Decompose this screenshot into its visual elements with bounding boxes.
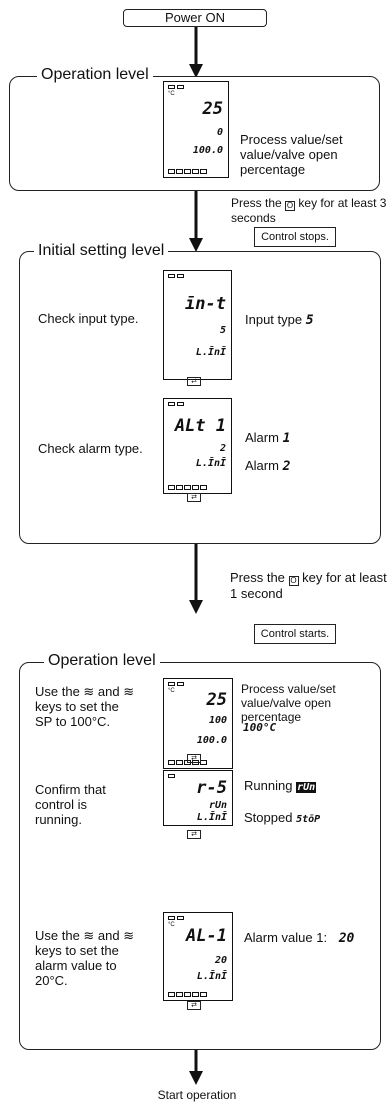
power-on-label: Power ON [165, 10, 225, 25]
input-type-value: 5 [219, 325, 226, 336]
operation1-description: Process value/set value/valve open perce… [240, 132, 343, 177]
set-value: 100 [208, 715, 227, 726]
cycle-key-icon: ⇄ [187, 1001, 201, 1010]
transition1-text: Press the O key for at least 3 seconds [231, 196, 387, 225]
level-indicator: L.ĪnĪ [196, 971, 227, 982]
level-indicator: L.ĪnĪ [195, 347, 226, 358]
check-input-type-label: Check input type. [38, 311, 139, 326]
cycle-key-icon: ⇄ [187, 754, 201, 763]
stopped-desc: Stopped 5tōP [244, 810, 321, 825]
input-type-display: īn-t 5 L.ĪnĪ [163, 270, 232, 380]
set-alarm-instruction: Use the ≋ and ≋ keys to set the alarm va… [35, 928, 135, 988]
set-sp-instruction: Use the ≋ and ≋ keys to set the SP to 10… [35, 684, 135, 729]
cycle-key-icon: ⇄ [187, 830, 201, 839]
control-starts-box: Control starts. [254, 624, 336, 644]
sp-display: °C 25 100 100.0 [163, 678, 233, 769]
process-value: 25 [202, 99, 223, 119]
alarm-value-display: °C AL-1 20 L.ĪnĪ [163, 912, 233, 1001]
level-indicator: L.ĪnĪ [196, 812, 227, 823]
alarm2-desc: Alarm 2 [245, 458, 291, 474]
mode-key-icon: O [288, 576, 299, 586]
alarm-value: 20 [214, 955, 227, 966]
alarm-value-desc: Alarm value 1: 20 [244, 930, 355, 946]
cycle-key-icon: ⇄ [187, 493, 201, 502]
controller-display: °C 25 0 100.0 [163, 81, 229, 178]
running-desc: Running rUn [244, 778, 317, 793]
check-alarm-type-label: Check alarm type. [38, 441, 143, 456]
input-type-desc: Input type 5 [245, 312, 314, 328]
confirm-running-label: Confirm that control is running. [35, 782, 106, 827]
set-value: 0 [216, 127, 223, 138]
alarm-type-value: 2 [219, 443, 226, 454]
sp-target-value: 100°C [243, 721, 277, 734]
transition2-text: Press the O key for at least 1 second [230, 570, 387, 601]
valve-open-value: 100.0 [196, 735, 227, 746]
alarm1-desc: Alarm 1 [245, 430, 291, 446]
cycle-key-icon: ⇄ [187, 377, 201, 386]
operation-level-title-2: Operation level [44, 652, 160, 670]
unit-label: °C [168, 91, 175, 97]
running-badge: rUn [296, 782, 317, 793]
run-stop-param: r-5 [196, 778, 227, 798]
control-stops-box: Control stops. [254, 227, 336, 247]
valve-open-value: 100.0 [192, 145, 223, 156]
input-type-param: īn-t [185, 294, 226, 314]
operation-level-title: Operation level [37, 66, 153, 84]
alarm-type-param: ALt 1 [174, 416, 226, 436]
power-on-box: Power ON [123, 9, 267, 27]
sp-description: Process value/set value/valve open perce… [241, 682, 336, 724]
run-stop-display: r-5 rUn L.ĪnĪ [163, 770, 233, 826]
process-value: 25 [206, 690, 227, 710]
level-indicator: L.ĪnĪ [195, 458, 226, 469]
start-operation-label: Start operation [157, 1088, 237, 1102]
initial-setting-title: Initial setting level [34, 242, 169, 260]
alarm-type-display: ALt 1 2 L.ĪnĪ [163, 398, 232, 494]
run-stop-value: rUn [208, 800, 227, 811]
mode-key-icon: O [285, 201, 296, 211]
alarm-param: AL-1 [186, 926, 227, 946]
